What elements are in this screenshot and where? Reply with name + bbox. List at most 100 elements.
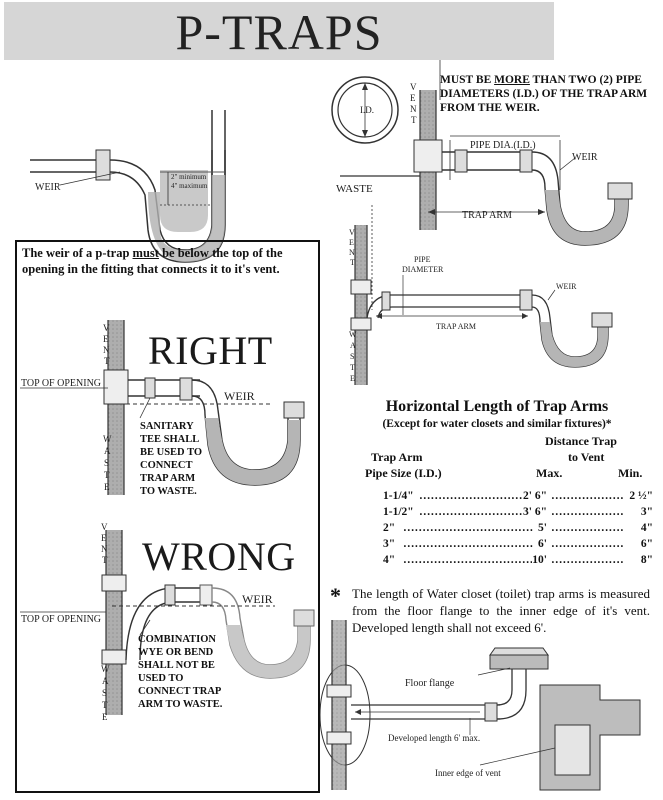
- col-head-distance: Distance Trap: [545, 434, 617, 448]
- sd-vent-t: T: [350, 258, 355, 267]
- right-note-line: TO WASTE.: [140, 486, 197, 497]
- weir-rule-prefix: The weir of a p-trap: [22, 246, 133, 260]
- right-weir-label: WEIR: [224, 389, 255, 403]
- table-row: 1-1/4" ………………………………… 2' 6" …………………… 2 ½": [383, 490, 653, 506]
- weir-rule-emphasis: must: [132, 246, 159, 260]
- right-waste-a: A: [104, 446, 111, 456]
- sd-weir-label: WEIR: [556, 282, 577, 291]
- wrong-note-line: CONNECT TRAP: [138, 686, 222, 697]
- pipe-diameter-diagram: I.D. V E N T PIPE DIA.(I.D.) WEIR WASTE …: [331, 60, 633, 246]
- cell-max: 5': [538, 522, 547, 534]
- table-row: 1-1/2" ………………………………… 3' 6" …………………… 3": [383, 506, 653, 522]
- pd-vent-t: T: [411, 115, 417, 125]
- cell-max: 2' 6": [523, 490, 547, 502]
- cell-max: 3' 6": [523, 506, 547, 518]
- col-head-max: Max.: [536, 466, 563, 480]
- right-note-line: TRAP ARM: [140, 473, 196, 484]
- sd-waste-s: S: [350, 352, 354, 361]
- weir-rule-suffix: be below the top of the opening in the f…: [22, 246, 283, 276]
- seal-max-label: 4" maximum: [171, 182, 208, 190]
- col-head-to-vent: to Vent: [568, 450, 605, 464]
- wrong-waste-e: E: [102, 712, 108, 722]
- seal-min-label: 2" minimum: [171, 173, 207, 181]
- wrong-note-line: USED TO: [138, 673, 184, 684]
- cell-max: 10': [532, 554, 547, 566]
- right-vent-e: E: [103, 334, 109, 344]
- sd-waste-a: A: [350, 341, 356, 350]
- dot-leader: ……………………: [551, 490, 623, 502]
- dot-leader: …………………………………………: [403, 554, 533, 566]
- second-trap-diagram: V E N T W A S T E PIPE DIAMETER WEIR TRA…: [349, 205, 613, 385]
- right-vent-v: V: [103, 323, 110, 333]
- wrong-heading: WRONG: [142, 534, 296, 579]
- developed-length-label: Developed length 6' max.: [388, 733, 480, 743]
- right-top-of-opening: TOP OF OPENING: [21, 378, 101, 389]
- inner-edge-label: Inner edge of vent: [435, 768, 501, 778]
- wrong-waste-s: S: [102, 688, 107, 698]
- right-waste-w: W: [103, 434, 112, 444]
- right-note-line: CONNECT: [140, 460, 193, 471]
- weir-rule-box: [15, 240, 320, 793]
- wrong-note-line: SHALL NOT BE: [138, 660, 215, 671]
- cell-min: 4": [640, 522, 653, 534]
- sd-vent-v: V: [349, 228, 355, 237]
- cell-min: 6": [640, 538, 653, 550]
- sd-waste-e: E: [350, 374, 355, 383]
- right-note: SANITARY TEE SHALL BE USED TO CONNECT TR…: [140, 420, 220, 498]
- right-waste-t: T: [104, 470, 110, 480]
- cell-min: 2 ½": [629, 490, 653, 502]
- wrong-diagram: V E N T W A S T E TOP OF OPENING WEIR: [20, 522, 315, 722]
- right-note-line: SANITARY: [140, 421, 194, 432]
- top-weir-label: WEIR: [35, 182, 61, 193]
- floor-flange-label: Floor flange: [405, 678, 455, 689]
- cell-size: 1-1/2": [383, 506, 414, 518]
- table-row: 3" ………………………………………… 6' …………………… 6": [383, 538, 653, 554]
- dot-leader: ……………………: [551, 522, 623, 534]
- wrong-note: COMBINATION WYE OR BEND SHALL NOT BE USE…: [138, 633, 238, 711]
- dot-leader: ……………………: [551, 538, 623, 550]
- weir-rule-text: The weir of a p-trap must be below the t…: [22, 245, 314, 277]
- dot-leader: ……………………: [551, 554, 623, 566]
- sd-waste-t: T: [350, 363, 355, 372]
- toilet-diagram: Floor flange Developed length 6' max. In…: [319, 620, 641, 791]
- right-diagram: V E N T W A S T E TOP OF OPENING WEIR: [20, 320, 305, 495]
- wrong-weir-label: WEIR: [242, 592, 273, 606]
- footnote-text: The length of Water closet (toilet) trap…: [352, 586, 650, 635]
- cell-size: 3": [383, 538, 396, 550]
- dot-leader: ……………………: [551, 506, 623, 518]
- dot-leader: …………………………………: [419, 490, 529, 502]
- right-note-line: BE USED TO: [140, 447, 203, 458]
- table-row: 2" ………………………………………… 5' …………………… 4": [383, 522, 653, 538]
- pd-vent-v: V: [410, 82, 417, 92]
- col-head-pipe-size: Pipe Size (I.D.): [365, 466, 442, 480]
- right-vent-n: N: [103, 345, 110, 355]
- wrong-top-of-opening: TOP OF OPENING: [21, 614, 101, 625]
- sd-diameter-label: DIAMETER: [402, 265, 444, 274]
- two-diameters-note: MUST BE MORE THAN TWO (2) PIPE DIAMETERS…: [440, 73, 655, 115]
- cell-size: 1-1/4": [383, 490, 414, 502]
- page-title: P-TRAPS: [175, 4, 383, 60]
- pd-waste-label: WASTE: [336, 183, 373, 195]
- cell-min: 3": [640, 506, 653, 518]
- note-part: MUST BE: [440, 74, 495, 86]
- wrong-vent-t: T: [102, 555, 108, 565]
- footnote-marker: *: [330, 583, 341, 608]
- sd-pipe-label: PIPE: [414, 255, 431, 264]
- col-head-min: Min.: [618, 466, 643, 480]
- right-vent-t: T: [104, 356, 110, 366]
- pd-weir-label: WEIR: [572, 152, 598, 163]
- wrong-note-line: WYE OR BEND: [138, 647, 214, 658]
- right-heading: RIGHT: [148, 328, 273, 373]
- dot-leader: …………………………………………: [403, 522, 533, 534]
- wrong-vent-e: E: [101, 533, 107, 543]
- trap-arm-table: 1-1/4" ………………………………… 2' 6" …………………… 2 ½"…: [383, 490, 653, 570]
- sd-trap-arm-label: TRAP ARM: [436, 322, 476, 331]
- col-head-trap-arm: Trap Arm: [371, 450, 423, 464]
- wrong-waste-a: A: [102, 676, 109, 686]
- pd-trap-arm-label: TRAP ARM: [462, 210, 512, 221]
- wrong-vent-v: V: [101, 522, 108, 532]
- table-subtitle: (Except for water closets and similar fi…: [382, 418, 612, 430]
- dot-leader: …………………………………: [419, 506, 529, 518]
- wrong-note-line: ARM TO WASTE.: [138, 699, 223, 710]
- right-waste-e: E: [104, 482, 110, 492]
